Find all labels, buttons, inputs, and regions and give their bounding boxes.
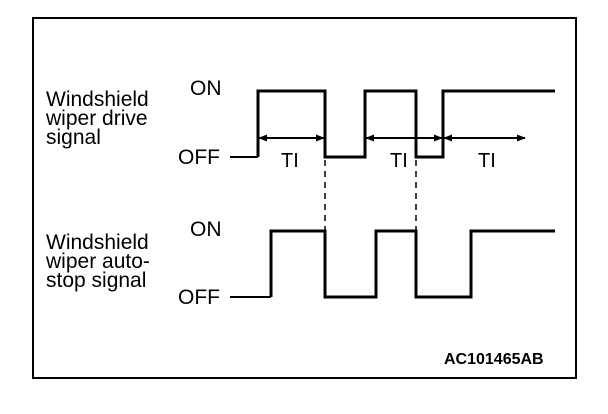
drive-signal-waveform (256, 89, 555, 159)
ti-label-2: TI (390, 150, 408, 172)
figure-code: AC101465AB (444, 351, 544, 368)
drive-signal-name-line1: Windshield (46, 88, 149, 111)
autostop-signal-name-line2: wiper auto- (46, 250, 150, 273)
autostop-signal-name-line1: Windshield (46, 231, 149, 254)
drive-off-label: OFF (178, 146, 220, 169)
drive-on-label: ON (190, 77, 222, 100)
autostop-signal-waveform (269, 229, 555, 299)
autostop-on-label: ON (190, 218, 222, 241)
autostop-signal-name-line3: stop signal (46, 269, 147, 292)
diagram-frame (32, 17, 577, 379)
drive-signal-name-line3: signal (46, 126, 101, 149)
autostop-off-label: OFF (178, 286, 220, 309)
ti-label-1: TI (281, 150, 299, 172)
drive-signal-name-line2: wiper drive (46, 107, 148, 130)
ti-label-3: TI (478, 150, 496, 172)
